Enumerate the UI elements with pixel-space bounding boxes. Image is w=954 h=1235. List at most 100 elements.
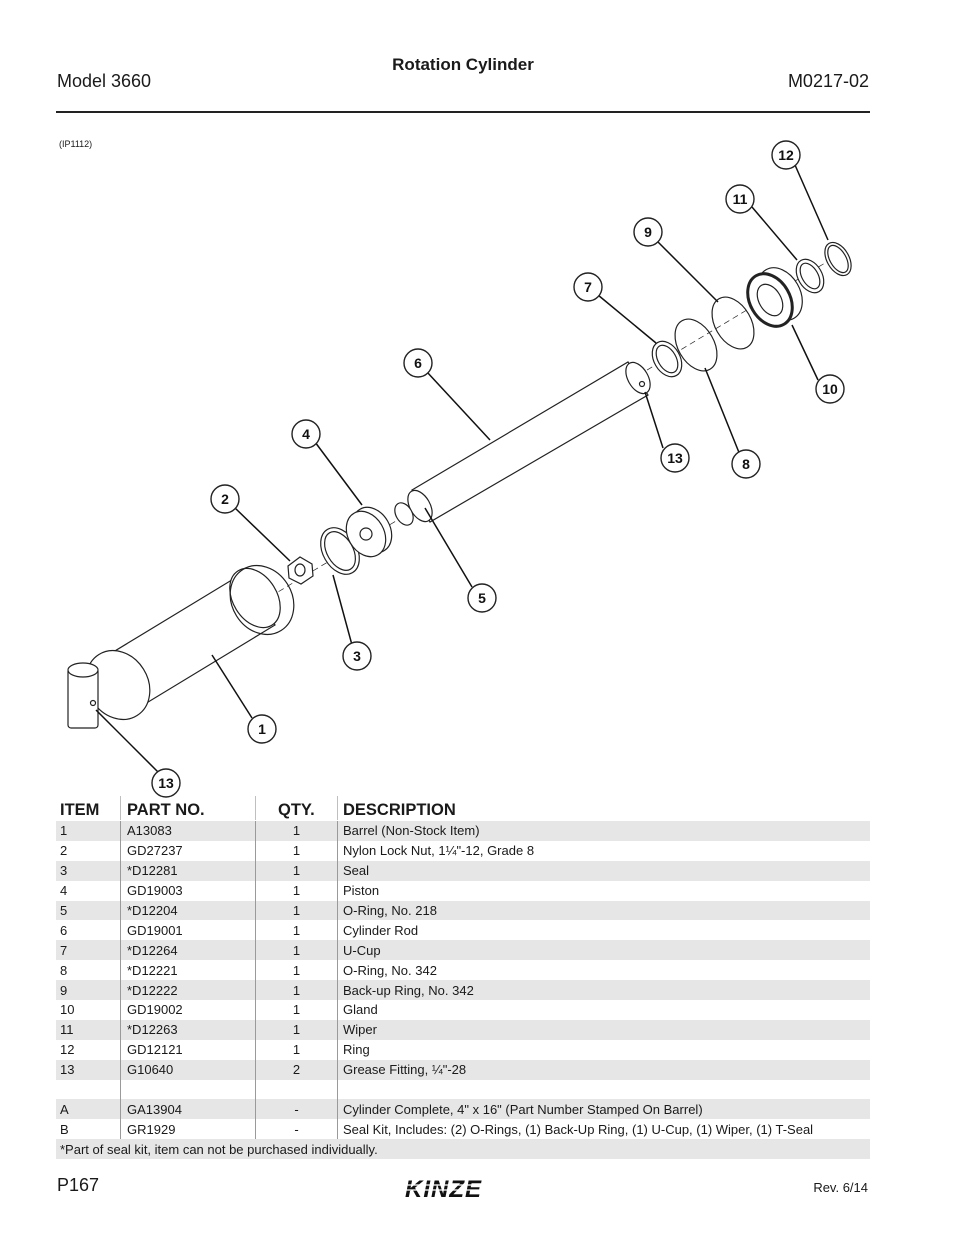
cell-desc: Barrel (Non-Stock Item) — [337, 821, 870, 841]
callout-9: 9 — [633, 217, 663, 247]
cell-part: G10640 — [120, 1059, 255, 1080]
callout-8: 8 — [731, 449, 761, 479]
back-up-ring — [711, 296, 755, 350]
cell-qty: - — [255, 1119, 337, 1140]
cell-item: 5 — [60, 903, 68, 918]
leader-lines — [95, 164, 829, 773]
cell-desc: Back-up Ring, No. 342 — [337, 980, 870, 1001]
svg-text:6: 6 — [414, 355, 422, 371]
revision-label: Rev. 6/14 — [813, 1180, 868, 1195]
svg-text:4: 4 — [302, 426, 310, 442]
callout-5: 5 — [467, 583, 497, 613]
cell-item: 12 — [60, 1042, 75, 1058]
page-title: Rotation Cylinder — [392, 55, 534, 74]
table-header-row: ITEM PART NO. QTY. DESCRIPTION — [56, 796, 870, 821]
table-footnote: *Part of seal kit, item can not be purch… — [56, 1139, 870, 1160]
cell-desc: Wiper — [337, 1019, 870, 1040]
cell-part: GD19001 — [120, 920, 255, 941]
cell-qty: 1 — [255, 960, 337, 981]
cell-qty: 1 — [255, 900, 337, 921]
cell-part: GR1929 — [120, 1119, 255, 1140]
cell-qty: - — [255, 1099, 337, 1120]
svg-text:13: 13 — [667, 450, 683, 466]
cell-qty: 1 — [255, 880, 337, 901]
cell-qty: 1 — [255, 1000, 337, 1020]
cell-part: *D12263 — [120, 1019, 255, 1040]
callout-11: 11 — [725, 184, 755, 214]
o-ring-342 — [674, 318, 718, 372]
cell-part: GD27237 — [120, 840, 255, 861]
header-part-no: PART NO. — [120, 796, 255, 820]
cell-desc: Cylinder Rod — [337, 920, 870, 941]
cell-qty: 1 — [255, 940, 337, 961]
cell-desc: Nylon Lock Nut, 1¼"-12, Grade 8 — [337, 840, 870, 861]
cell-item: 4 — [60, 883, 68, 899]
cell-part: *D12222 — [120, 980, 255, 1001]
cell-item: 2 — [60, 843, 68, 859]
cell-desc: Piston — [337, 880, 870, 901]
header-model: Model 3660 — [57, 71, 152, 91]
cell-item: B — [60, 1121, 69, 1137]
cell-item: 8 — [60, 962, 68, 978]
cell-desc: U-Cup — [337, 940, 870, 961]
cell-part: GD12121 — [120, 1039, 255, 1060]
callout-1: 1 — [247, 714, 277, 744]
header-description: DESCRIPTION — [337, 796, 870, 820]
cell-part: GD19002 — [120, 1000, 255, 1020]
cell-desc: Gland — [337, 1000, 870, 1020]
callout-2: 2 — [210, 484, 240, 514]
cell-qty: 1 — [255, 920, 337, 941]
header-doc-number: M0217-02 — [787, 71, 869, 91]
callout-10: 10 — [815, 374, 845, 404]
svg-text:2: 2 — [221, 491, 229, 507]
svg-text:10: 10 — [822, 381, 838, 397]
callout-13-lower: 13 — [151, 768, 181, 798]
callout-4: 4 — [291, 419, 321, 449]
svg-text:KINZE: KINZE — [405, 1176, 482, 1202]
callout-13-upper: 13 — [660, 443, 690, 473]
header-item: ITEM — [60, 801, 100, 819]
cell-desc: Grease Fitting, ¼"-28 — [337, 1059, 870, 1080]
svg-text:9: 9 — [644, 224, 652, 240]
callout-7: 7 — [573, 272, 603, 302]
cell-qty: 1 — [255, 980, 337, 1001]
cell-qty: 1 — [255, 860, 337, 881]
cell-item: 13 — [60, 1062, 75, 1078]
cylinder-rod — [411, 361, 649, 523]
cell-part: GD19003 — [120, 880, 255, 901]
cell-qty: 2 — [255, 1059, 337, 1080]
cell-item: 3 — [60, 863, 68, 879]
cell-desc: Cylinder Complete, 4" x 16" (Part Number… — [337, 1099, 870, 1120]
callouts: 12 11 9 7 6 10 4 13 8 2 5 3 1 13 — [151, 140, 845, 798]
svg-text:8: 8 — [742, 456, 750, 472]
svg-text:12: 12 — [778, 147, 794, 163]
parts-drawing — [67, 241, 852, 729]
svg-text:3: 3 — [353, 648, 361, 664]
svg-text:1: 1 — [258, 721, 266, 737]
cell-qty: 1 — [255, 840, 337, 861]
exploded-view-diagram: 12 11 9 7 6 10 4 13 8 2 5 3 1 13 — [67, 140, 852, 798]
svg-text:13: 13 — [158, 775, 174, 791]
header-rule — [56, 111, 870, 113]
cell-part: *D12281 — [120, 860, 255, 881]
cell-item: 9 — [60, 982, 68, 998]
figure-code: (IP1112) — [59, 139, 93, 149]
cell-part: A13083 — [120, 821, 255, 841]
cell-qty: 1 — [255, 1039, 337, 1060]
cell-desc: Seal Kit, Includes: (2) O-Rings, (1) Bac… — [337, 1119, 870, 1140]
page-number: P167 — [57, 1175, 100, 1195]
cell-item: 11 — [60, 1022, 74, 1038]
